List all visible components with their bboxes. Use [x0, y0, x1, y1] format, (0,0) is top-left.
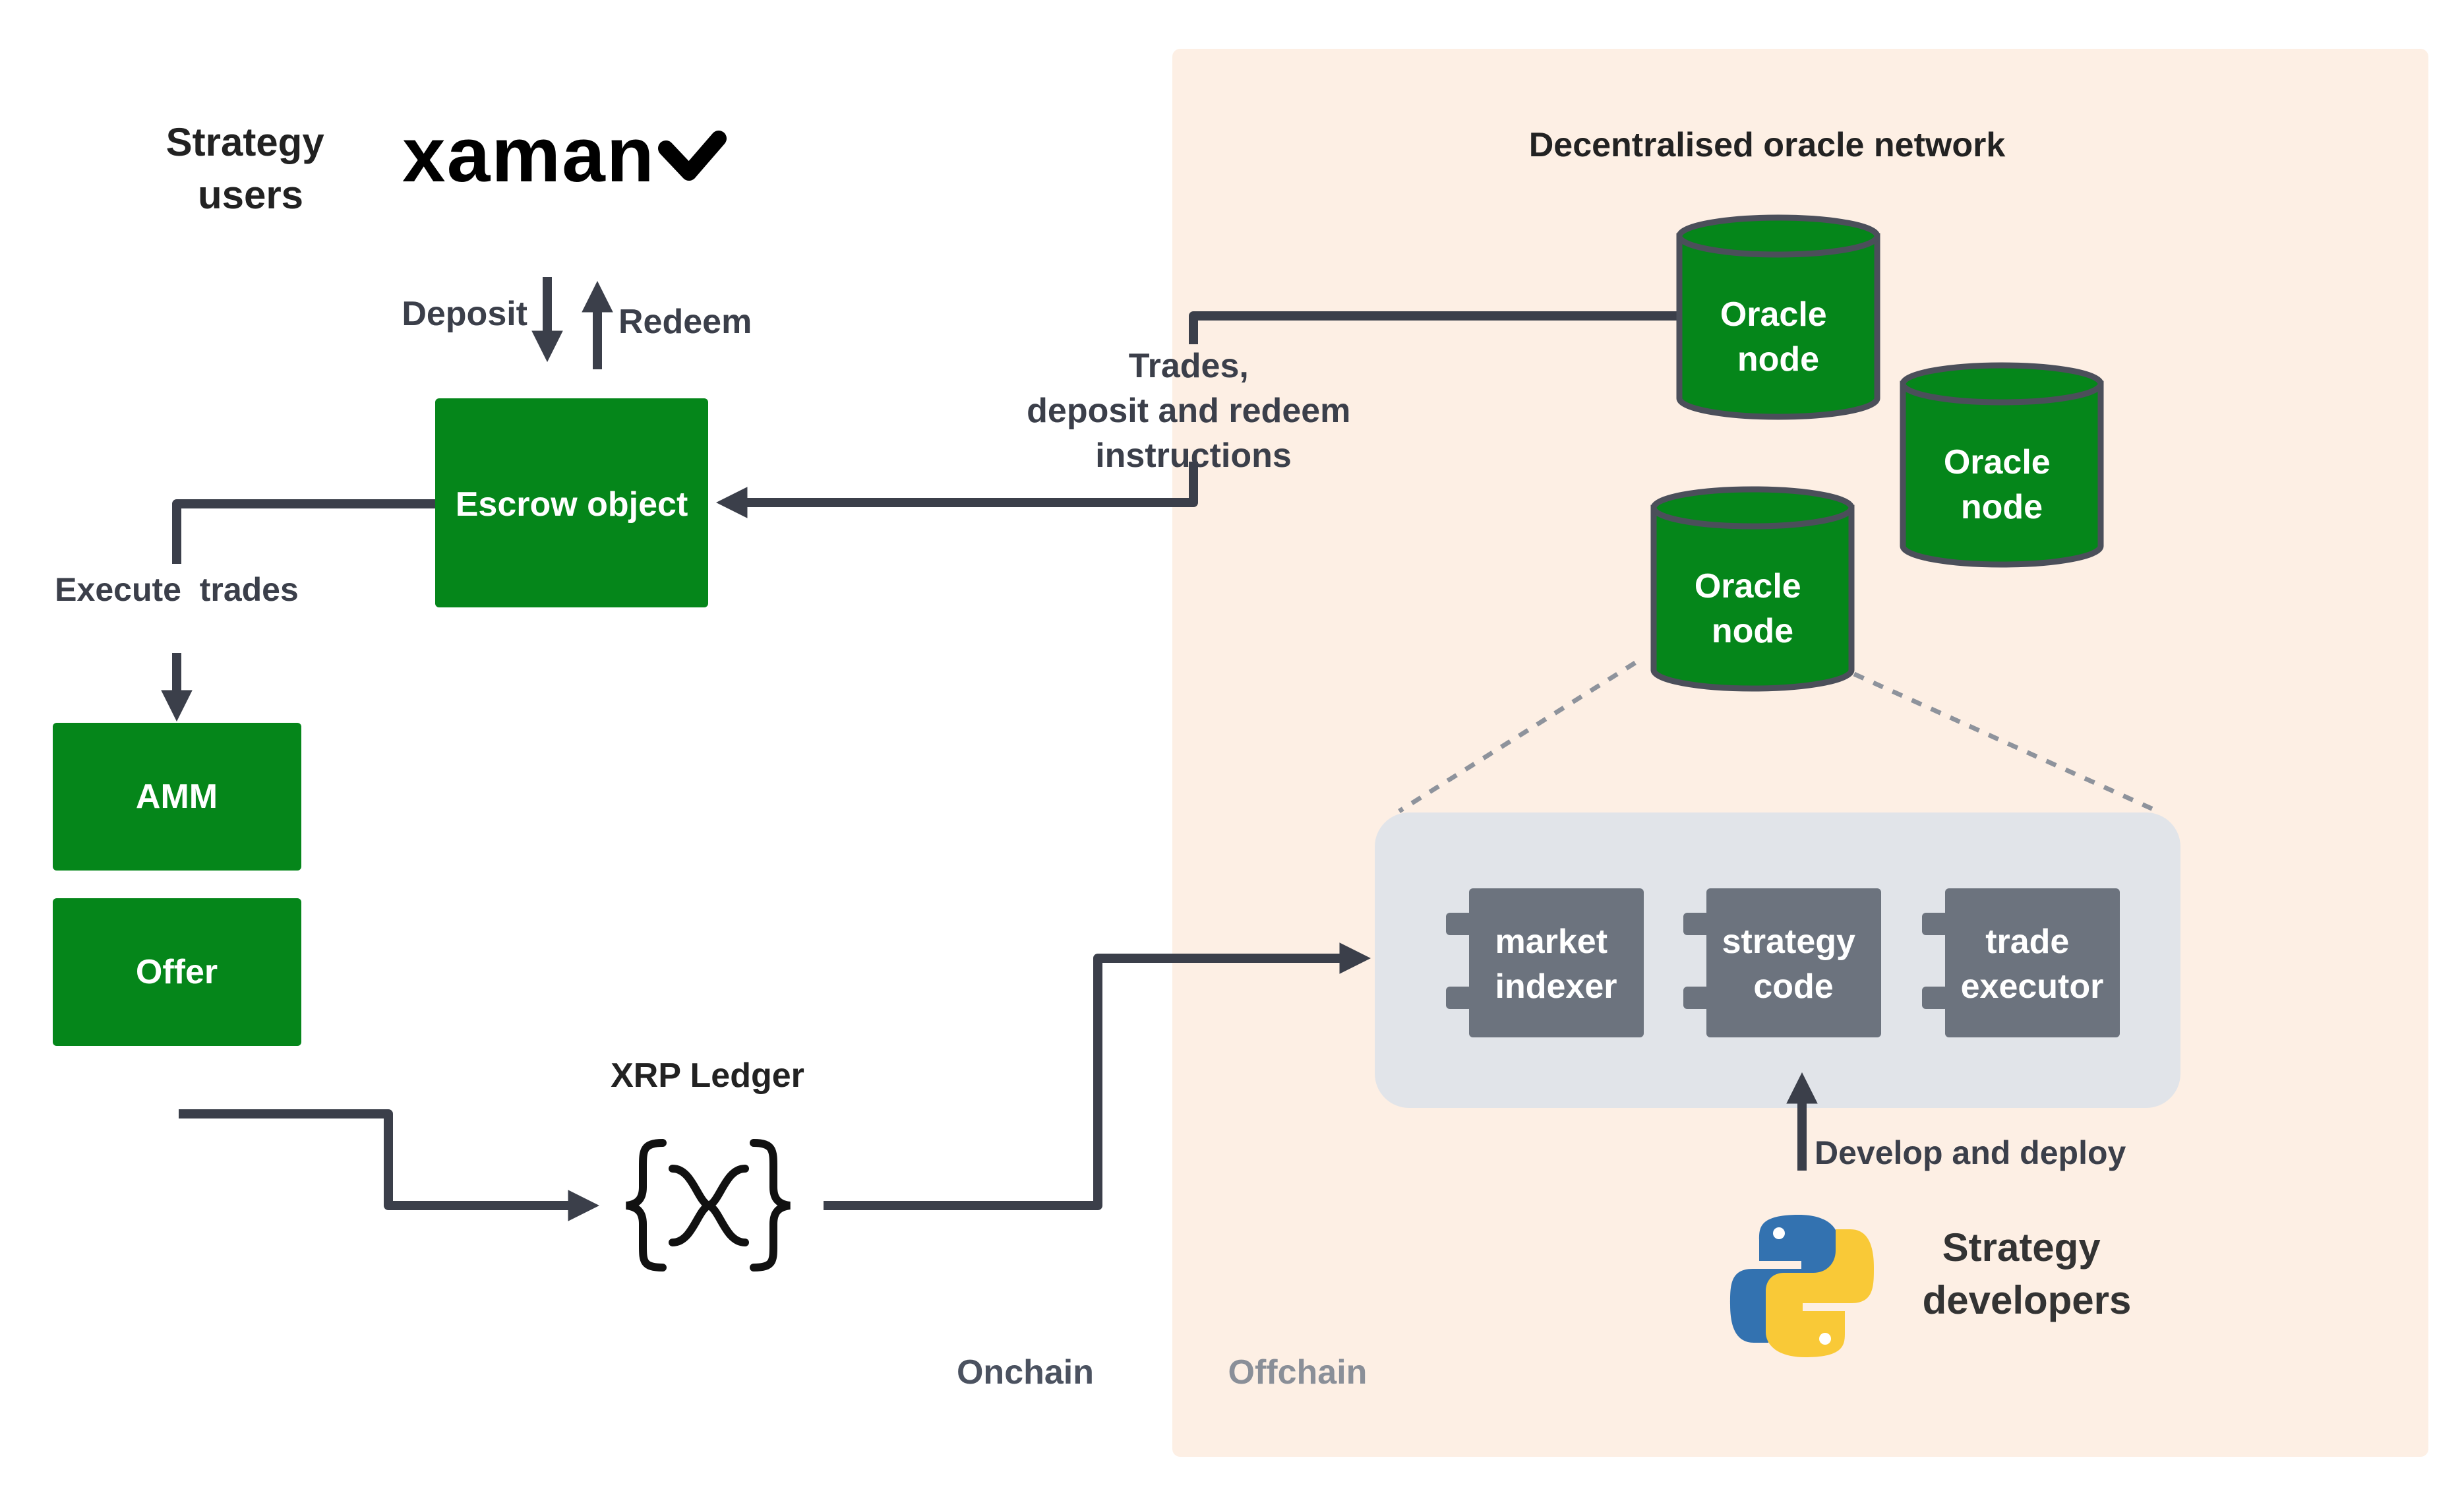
xrp-ledger-logo-icon	[626, 1139, 791, 1271]
amm-box	[53, 723, 301, 871]
strategy-developers-label: Strategy developers	[1923, 1225, 2132, 1322]
svg-text:Oracle node: Oracle node	[1720, 295, 1836, 379]
xrp-ledger-label: XRP Ledger	[611, 1057, 804, 1095]
instructions-label: Trades, deposit and redeem instructions	[1027, 347, 1360, 475]
strategy-users-label: Strategy users	[166, 120, 336, 217]
escrow-object-box	[435, 398, 708, 607]
redeem-label: Redeem	[618, 303, 752, 341]
oracle-network-title: Decentralised oracle network	[1529, 126, 2006, 164]
oracle-node-3: Oracle node	[1650, 486, 1855, 692]
xaman-wordmark: xaman	[402, 111, 655, 199]
deposit-label: Deposit	[402, 295, 527, 333]
onchain-zone-label: Onchain	[957, 1353, 1094, 1392]
develop-deploy-label: Develop and deploy	[1815, 1134, 2126, 1171]
instructions-line	[1189, 311, 1679, 344]
instructions-arrow	[715, 462, 1198, 518]
module-market-indexer: market indexer	[1446, 888, 1644, 1037]
execute-trades-label: Execute trades	[55, 571, 299, 608]
oracle-node-2: Oracle node	[1900, 362, 2104, 568]
amm-label: AMM	[136, 778, 218, 816]
xaman-logo: xaman	[402, 111, 727, 199]
svg-text:trade executor: trade executor	[1961, 923, 2104, 1006]
svg-text:market indexer: market indexer	[1495, 923, 1617, 1006]
svg-text:Oracle node: Oracle node	[1944, 443, 2060, 526]
escrow-object-label: Escrow object	[456, 485, 688, 524]
checkmark-icon	[658, 131, 727, 181]
python-logo-icon	[1730, 1215, 1874, 1357]
offer-box	[53, 898, 301, 1046]
offer-label: Offer	[136, 953, 218, 991]
svg-text:Oracle node: Oracle node	[1695, 567, 1811, 650]
module-trade-executor: trade executor	[1922, 888, 2120, 1037]
zoom-line-left	[1398, 661, 1637, 813]
oracle-node-1: Oracle node	[1676, 214, 1880, 420]
escrow-to-execute-line	[172, 499, 435, 564]
ledger-to-oracle-arrow	[824, 942, 1371, 1210]
module-strategy-code: strategy code	[1683, 888, 1881, 1037]
amm-to-ledger-arrow	[179, 1109, 600, 1221]
svg-text:strategy code: strategy code	[1722, 923, 1865, 1006]
zoom-line-right	[1853, 671, 2159, 814]
offchain-zone-label: Offchain	[1228, 1353, 1367, 1392]
